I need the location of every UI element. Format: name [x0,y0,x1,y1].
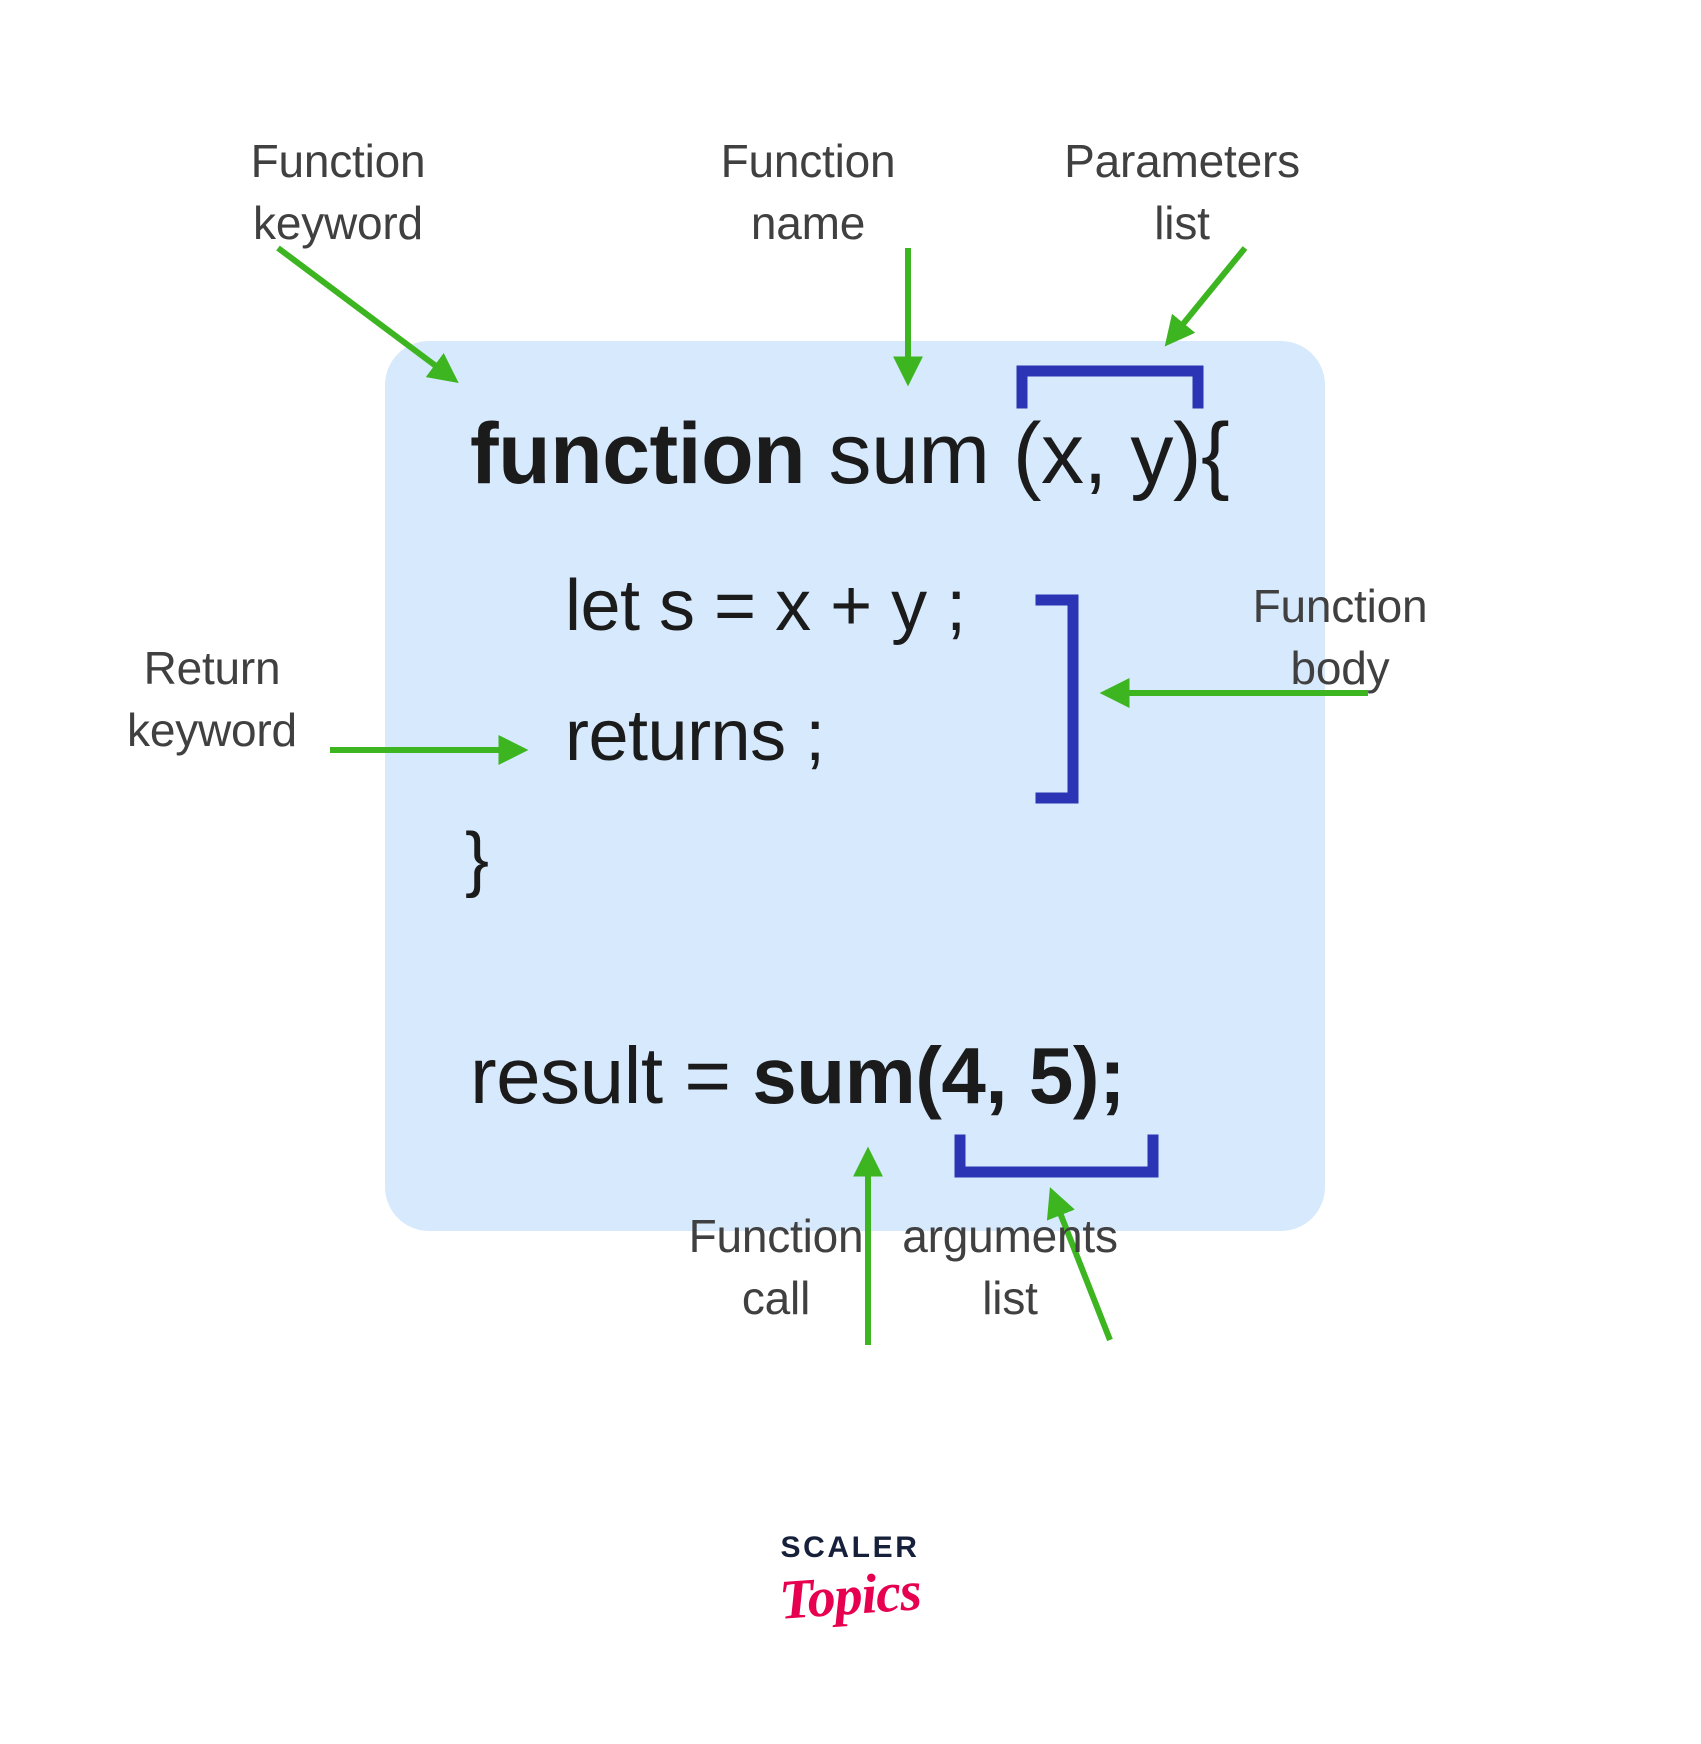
code-line-closing-brace: } [465,819,489,899]
label-parameters-list: Parameters list [1064,135,1300,249]
code-call-expression: sum(4, 5); [752,1031,1126,1120]
code-line-call: result = sum(4, 5); [470,1030,1126,1122]
label-function-name: Function name [720,135,896,249]
code-line-returns: returns ; [565,696,825,776]
code-panel [385,341,1325,1231]
code-keyword-function: function [470,406,806,502]
label-return-keyword: Return keyword [127,642,297,756]
logo-scaler-text: SCALER [780,1531,920,1564]
scaler-topics-logo: SCALER Topics [760,1531,940,1632]
logo-topics-text: Topics [777,1560,923,1632]
code-line-signature: function sum (x, y){ [470,405,1230,504]
code-signature-rest: sum (x, y){ [805,406,1230,502]
arrow-parameters-list [1164,246,1248,347]
code-line-let: let s = x + y ; [565,566,966,646]
label-function-call: Function call [688,1210,864,1324]
code-call-prefix: result = [470,1031,753,1120]
label-arguments-list: arguments list [902,1210,1118,1324]
label-function-body: Function body [1252,580,1428,694]
label-function-keyword: Function keyword [250,135,426,249]
